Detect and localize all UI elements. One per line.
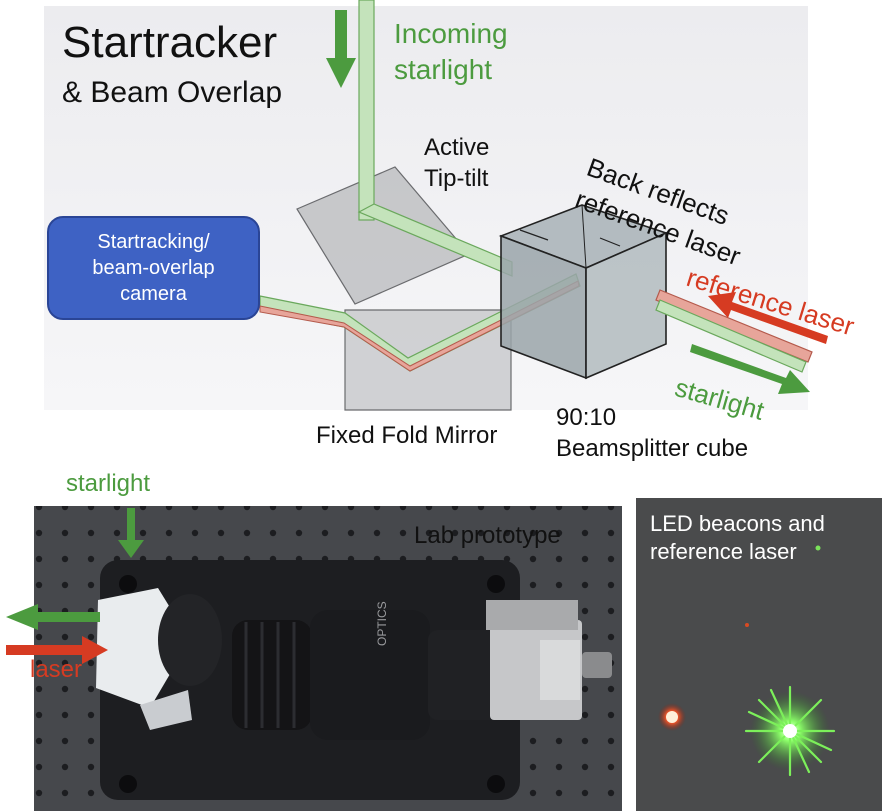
led-line2: reference laser xyxy=(650,539,797,564)
led-spot-red-small xyxy=(745,623,749,627)
camera-box: Startracking/ beam-overlap camera xyxy=(47,216,260,320)
bs-line1: 90:10 xyxy=(556,404,617,431)
lab-prototype-photo xyxy=(6,506,622,811)
led-beacons-image xyxy=(636,498,882,811)
camera-label-line1: Startracking/ xyxy=(97,231,210,253)
incoming-line2: starlight xyxy=(394,54,493,85)
camera-label-line2: beam-overlap xyxy=(92,257,215,279)
led-line1: LED beacons and xyxy=(650,511,825,536)
incoming-starlight-label: Incoming starlight xyxy=(394,16,508,88)
led-spot-green-small xyxy=(815,545,821,551)
lab-prototype-label: Lab prototype xyxy=(414,522,561,549)
beamsplitter-label: 90:10 Beamsplitter cube xyxy=(556,402,748,464)
bs-line2: Beamsplitter cube xyxy=(556,435,749,462)
active-tip-tilt-label: Active Tip-tilt xyxy=(424,132,489,194)
photo-laser-label: laser xyxy=(30,656,83,683)
starlight-out-arrow xyxy=(690,344,810,394)
active-line1: Active xyxy=(424,134,490,161)
starlight-beam-vertical xyxy=(358,0,375,221)
lens-text: OPTICS xyxy=(375,601,389,646)
page-subtitle: & Beam Overlap xyxy=(62,76,283,109)
camera-label-line3: camera xyxy=(120,283,187,305)
led-beacon-green-star xyxy=(744,685,836,777)
incoming-starlight-arrow xyxy=(326,10,356,88)
active-line2: Tip-tilt xyxy=(424,165,489,192)
beamsplitter-cube xyxy=(498,204,669,380)
reference-laser-beam-right xyxy=(655,289,813,363)
reference-laser-arrow xyxy=(708,292,828,344)
incoming-line1: Incoming xyxy=(394,18,508,49)
fixed-fold-mirror-label: Fixed Fold Mirror xyxy=(316,422,498,449)
led-beacons-label: LED beacons and reference laser xyxy=(650,510,825,566)
photo-starlight-label: starlight xyxy=(66,470,151,497)
page-title: Startracker xyxy=(62,18,278,67)
starlight-beam-right xyxy=(655,299,807,373)
